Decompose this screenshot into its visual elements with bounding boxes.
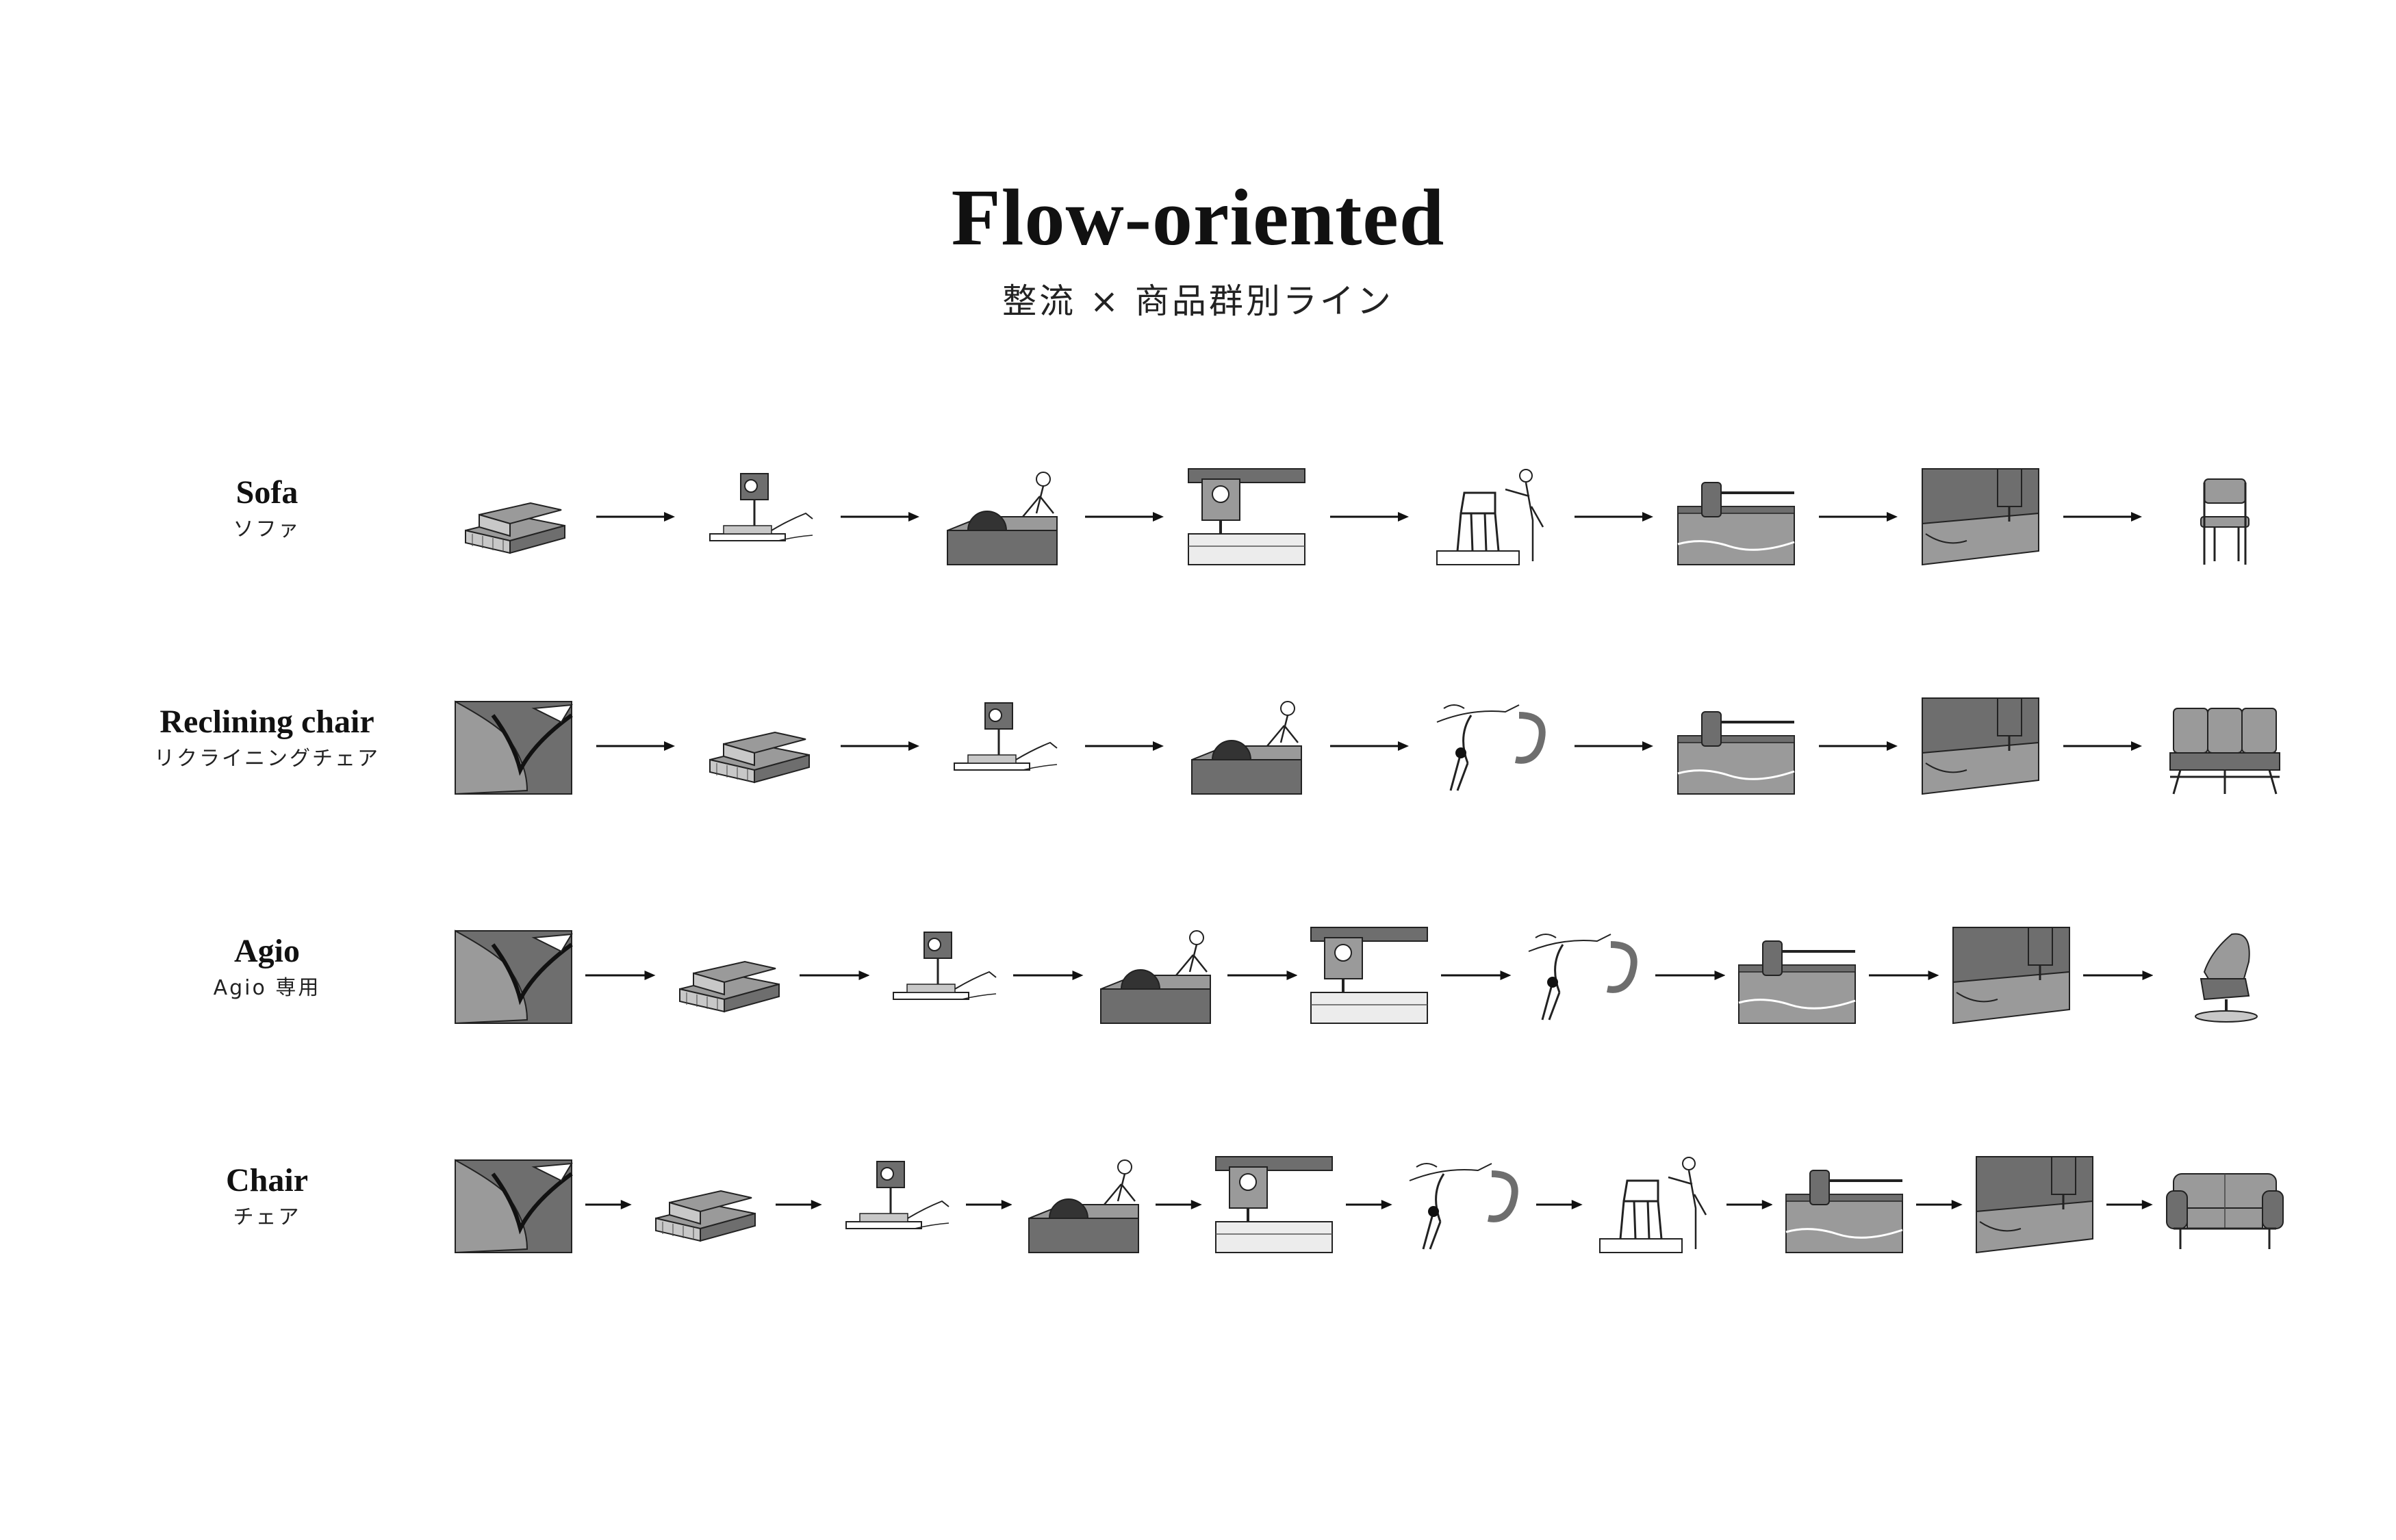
sewing-icon: [1919, 695, 2042, 797]
row-name: Reclining chair: [160, 704, 374, 740]
page-subtitle: 整流 × 商品群別ライン: [1002, 281, 1394, 321]
flow-arrow-icon: [596, 500, 676, 534]
flow-arrow-icon: [2106, 1188, 2153, 1222]
flow-arrow-icon: [1329, 729, 1409, 763]
flow-arrow-icon: [775, 1188, 822, 1222]
chair-product-icon: [2163, 465, 2286, 568]
flow-arrow-icon: [596, 729, 676, 763]
reclining-sofa-product-icon: [2163, 695, 2286, 797]
row-label: Chair チェア: [130, 1160, 404, 1234]
flow-row-chair: Chair チェア: [0, 1146, 2396, 1263]
flow-arrow-icon: [1085, 729, 1164, 763]
row-label: Sofa ソファ: [130, 472, 404, 546]
row-name-jp: Agio 専用: [213, 976, 321, 1000]
leather-hide-icon: [452, 1153, 575, 1256]
flow-arrow-icon: [1818, 729, 1898, 763]
flow-arrow-icon: [1869, 958, 1939, 992]
bandsaw-icon: [880, 924, 1003, 1027]
flow-arrow-icon: [799, 958, 869, 992]
chair-frame-icon: [1430, 465, 1553, 568]
flow-arrow-icon: [1346, 1188, 1392, 1222]
table-saw-icon: [941, 465, 1064, 568]
flow-arrow-icon: [1085, 500, 1164, 534]
flow-arrow-icon: [2063, 729, 2142, 763]
flow-arrow-icon: [841, 500, 920, 534]
bandsaw-icon: [941, 695, 1064, 797]
wood-stack-icon: [642, 1153, 765, 1256]
spring-hook-icon: [1403, 1153, 1526, 1256]
wood-stack-icon: [696, 695, 819, 797]
row-name: Chair: [226, 1162, 308, 1198]
page-title: Flow-oriented: [951, 172, 1445, 262]
cnc-cutter-icon: [1735, 924, 1859, 1027]
flow-arrow-icon: [1441, 958, 1512, 992]
flow-arrow-icon: [1726, 1188, 1773, 1222]
flow-arrow-icon: [1655, 958, 1725, 992]
spring-hook-icon: [1522, 924, 1645, 1027]
table-saw-icon: [1094, 924, 1217, 1027]
flow-arrow-icon: [1574, 500, 1653, 534]
flow-arrow-icon: [2082, 958, 2153, 992]
flow-arrow-icon: [1329, 500, 1409, 534]
flow-arrow-icon: [841, 729, 920, 763]
router-icon: [1308, 924, 1431, 1027]
flow-arrow-icon: [965, 1188, 1012, 1222]
flow-arrow-icon: [1227, 958, 1297, 992]
row-name-jp: チェア: [233, 1205, 301, 1229]
flow-arrow-icon: [1156, 1188, 1203, 1222]
row-name: Sofa: [235, 474, 298, 511]
leather-hide-icon: [452, 924, 575, 1027]
wood-stack-icon: [666, 924, 789, 1027]
flow-arrow-icon: [1574, 729, 1653, 763]
agio-recliner-product-icon: [2163, 924, 2286, 1027]
row-name-jp: リクライニングチェア: [154, 747, 380, 771]
sewing-icon: [1919, 465, 2042, 568]
bandsaw-icon: [696, 465, 819, 568]
sofa-product-icon: [2163, 1153, 2286, 1256]
cnc-cutter-icon: [1674, 465, 1798, 568]
flow-row-sofa: Sofa ソファ: [0, 459, 2396, 575]
flow-arrow-icon: [1916, 1188, 1963, 1222]
router-icon: [1212, 1153, 1336, 1256]
sewing-icon: [1950, 924, 2073, 1027]
flow-arrow-icon: [1013, 958, 1084, 992]
wood-stack-icon: [452, 465, 575, 568]
bandsaw-icon: [832, 1153, 956, 1256]
flow-arrow-icon: [585, 958, 656, 992]
flow-arrow-icon: [1535, 1188, 1583, 1222]
cnc-cutter-icon: [1674, 695, 1798, 797]
row-name: Agio: [234, 933, 300, 969]
sewing-icon: [1973, 1153, 2096, 1256]
table-saw-icon: [1185, 695, 1308, 797]
flow-row-reclining-chair: Reclining chair リクライニングチェア: [0, 688, 2396, 804]
table-saw-icon: [1022, 1153, 1145, 1256]
flow-arrow-icon: [585, 1188, 632, 1222]
leather-hide-icon: [452, 695, 575, 797]
router-icon: [1185, 465, 1308, 568]
row-label: Reclining chair リクライニングチェア: [130, 702, 404, 775]
chair-frame-icon: [1593, 1153, 1716, 1256]
flow-arrow-icon: [2063, 500, 2142, 534]
spring-hook-icon: [1430, 695, 1553, 797]
flow-arrow-icon: [1818, 500, 1898, 534]
cnc-cutter-icon: [1783, 1153, 1906, 1256]
row-name-jp: ソファ: [233, 517, 301, 541]
